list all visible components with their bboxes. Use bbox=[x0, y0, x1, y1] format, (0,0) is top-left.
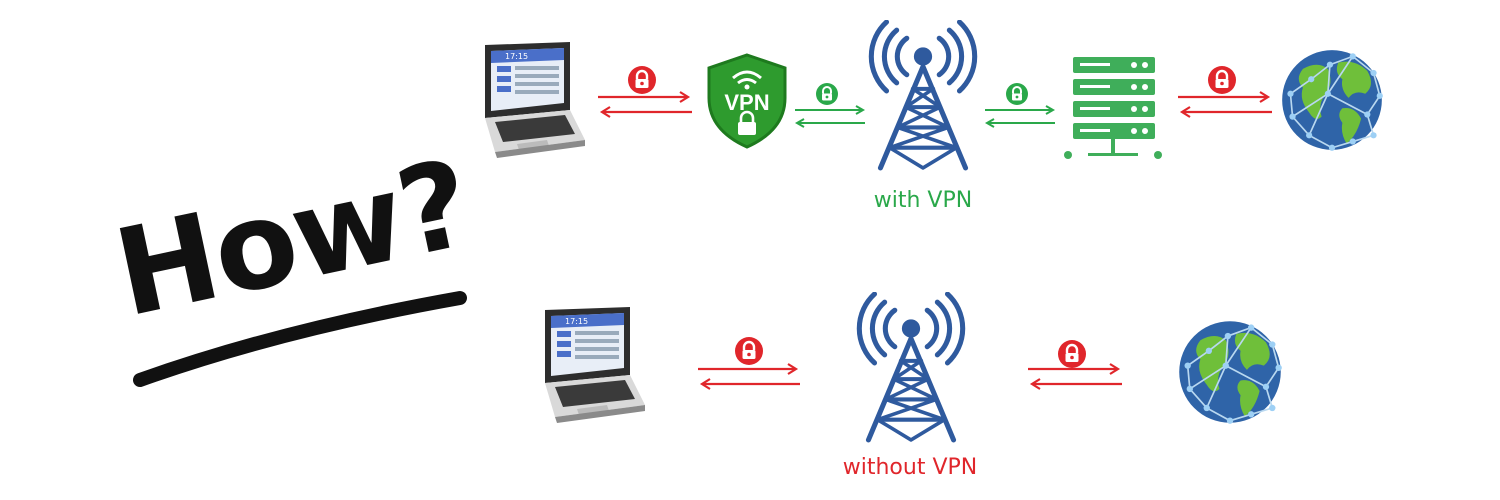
svg-text:17:15: 17:15 bbox=[505, 52, 528, 61]
laptop-icon: 17:15 bbox=[545, 307, 645, 423]
cell-tower-icon bbox=[862, 20, 984, 172]
insecure-arrows bbox=[698, 363, 800, 390]
svg-text:17:15: 17:15 bbox=[565, 317, 588, 326]
laptop-icon: 17:15 bbox=[485, 42, 585, 158]
server-icon bbox=[1064, 57, 1162, 159]
insecure-arrows bbox=[1178, 91, 1272, 118]
padlock-icon bbox=[735, 337, 763, 365]
with-vpn-label: with VPN bbox=[873, 188, 973, 213]
secure-arrows bbox=[984, 105, 1056, 128]
globe-icon bbox=[1281, 49, 1384, 152]
secure-arrows bbox=[794, 105, 866, 128]
globe-icon bbox=[1178, 320, 1283, 425]
cell-tower-icon bbox=[850, 292, 972, 444]
padlock-icon bbox=[816, 83, 838, 105]
insecure-arrows bbox=[598, 91, 692, 118]
without-vpn-label: without VPN bbox=[842, 455, 978, 480]
padlock-icon bbox=[1006, 83, 1028, 105]
vpn-shield-icon: VPN bbox=[707, 53, 787, 149]
headline-underline bbox=[133, 291, 467, 387]
insecure-arrows bbox=[1028, 363, 1122, 390]
